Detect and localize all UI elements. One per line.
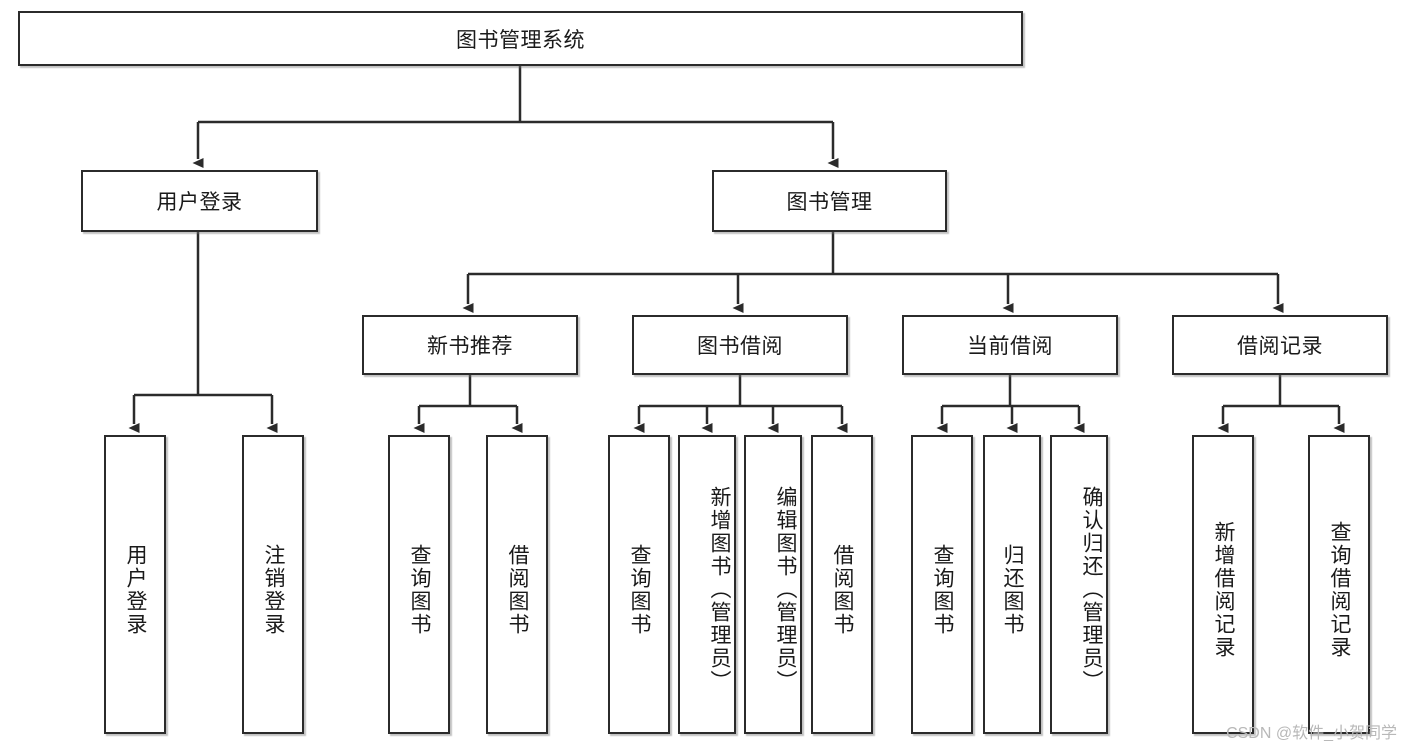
node-leaf-query-record[interactable]: 查询借阅记录	[1308, 435, 1370, 734]
node-leaf-confirm-return[interactable]: 确认归还（管理员）	[1050, 435, 1108, 734]
node-user-login[interactable]: 用户登录	[81, 170, 318, 232]
node-leaf-query-record-label: 查询借阅记录	[1328, 520, 1351, 659]
node-leaf-query-book-cur[interactable]: 查询图书	[911, 435, 973, 734]
node-leaf-user-login-label: 用户登录	[124, 543, 147, 636]
node-current-borrow[interactable]: 当前借阅	[902, 315, 1118, 375]
node-user-login-label: 用户登录	[156, 191, 243, 214]
node-leaf-query-book-cur-label: 查询图书	[931, 543, 954, 636]
node-book-manage[interactable]: 图书管理	[712, 170, 947, 232]
node-leaf-query-book-borrow[interactable]: 查询图书	[608, 435, 670, 734]
node-leaf-add-record[interactable]: 新增借阅记录	[1192, 435, 1254, 734]
node-leaf-return-book-label: 归还图书	[1001, 543, 1024, 636]
node-leaf-edit-book-label: 编辑图书（管理员）	[774, 486, 797, 693]
node-leaf-query-book-rec[interactable]: 查询图书	[388, 435, 450, 734]
node-borrow-record-label: 借阅记录	[1237, 335, 1323, 358]
node-leaf-logout[interactable]: 注销登录	[242, 435, 304, 734]
node-current-borrow-label: 当前借阅	[967, 335, 1053, 358]
node-leaf-return-book[interactable]: 归还图书	[983, 435, 1041, 734]
node-leaf-add-book[interactable]: 新增图书（管理员）	[678, 435, 736, 734]
node-leaf-logout-label: 注销登录	[262, 543, 285, 636]
node-new-book-recommend-label: 新书推荐	[427, 335, 513, 358]
node-book-manage-label: 图书管理	[786, 191, 873, 214]
node-root-label: 图书管理系统	[456, 28, 585, 52]
node-leaf-query-book-borrow-label: 查询图书	[628, 543, 651, 636]
node-leaf-borrow-book[interactable]: 借阅图书	[811, 435, 873, 734]
node-leaf-add-book-label: 新增图书（管理员）	[708, 486, 731, 693]
node-leaf-add-record-label: 新增借阅记录	[1212, 520, 1235, 659]
node-leaf-borrow-book-rec[interactable]: 借阅图书	[486, 435, 548, 734]
node-borrow-record[interactable]: 借阅记录	[1172, 315, 1388, 375]
node-leaf-borrow-book-rec-label: 借阅图书	[506, 543, 529, 636]
node-leaf-user-login[interactable]: 用户登录	[104, 435, 166, 734]
watermark-text: CSDN @软件_小贺同学	[1226, 725, 1397, 742]
node-book-borrow-label: 图书借阅	[697, 335, 783, 358]
node-root[interactable]: 图书管理系统	[18, 11, 1023, 66]
node-leaf-edit-book[interactable]: 编辑图书（管理员）	[744, 435, 802, 734]
node-leaf-query-book-rec-label: 查询图书	[408, 543, 431, 636]
node-leaf-confirm-return-label: 确认归还（管理员）	[1080, 486, 1103, 693]
node-book-borrow[interactable]: 图书借阅	[632, 315, 848, 375]
node-leaf-borrow-book-label: 借阅图书	[831, 543, 854, 636]
node-new-book-recommend[interactable]: 新书推荐	[362, 315, 578, 375]
